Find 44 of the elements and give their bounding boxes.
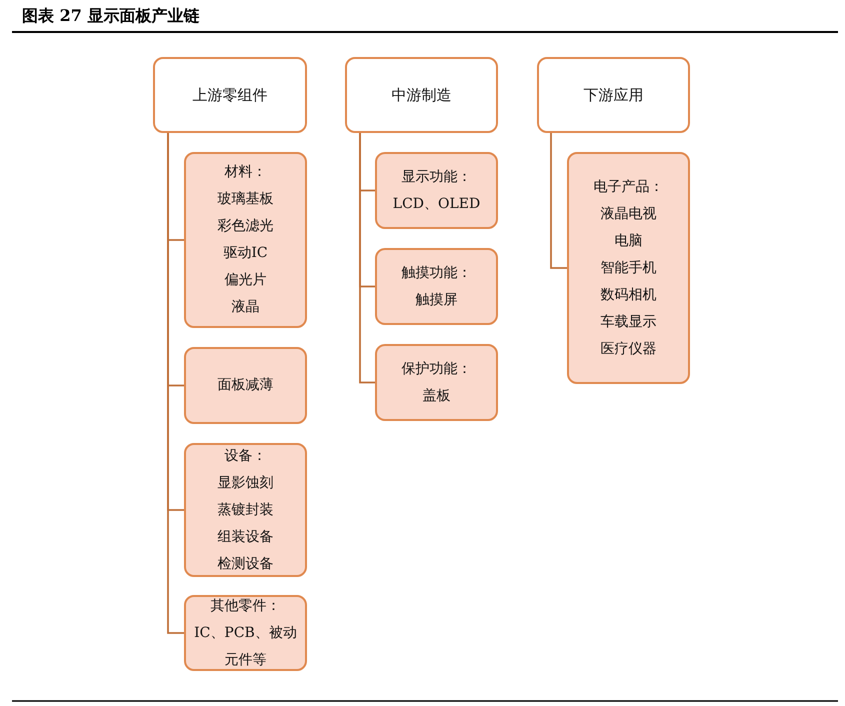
- item-box: [184, 595, 307, 671]
- list-item: 面板减薄: [216, 376, 274, 395]
- item-box: [184, 152, 307, 328]
- item-box: [375, 344, 498, 421]
- box-heading: 电子产品：: [592, 178, 664, 196]
- list-item: 驱动IC: [222, 244, 269, 263]
- item-box: [375, 152, 498, 229]
- box-heading: 保护功能：: [400, 360, 472, 378]
- figure-title: 图表 27 显示面板产业链: [22, 6, 200, 27]
- stage-box: [537, 57, 690, 133]
- list-item: 蒸镀封装: [216, 500, 274, 520]
- box-heading: 材料：: [224, 163, 268, 182]
- list-item: 液晶电视: [600, 204, 658, 224]
- box-heading: 其他零件：: [210, 596, 282, 616]
- item-box: [184, 443, 307, 577]
- item-box: [375, 248, 498, 325]
- list-item: 盖板: [422, 386, 452, 406]
- list-item: 偏光片: [224, 271, 268, 290]
- list-item: 彩色滤光: [216, 217, 274, 236]
- list-item: IC、PCB、被动元件等: [193, 624, 298, 670]
- item-box: [184, 347, 307, 424]
- list-item: 检测设备: [216, 554, 274, 574]
- stage-box: [345, 57, 498, 133]
- list-item: LCD、OLED: [392, 194, 482, 214]
- list-item: 电脑: [614, 232, 644, 250]
- list-item: 智能手机: [600, 258, 658, 278]
- box-heading: 触摸功能：: [400, 264, 472, 282]
- connector-line: [359, 133, 375, 384]
- stage-title: 下游应用: [582, 84, 644, 106]
- stage-title: 中游制造: [390, 84, 452, 106]
- list-item: 医疗仪器: [600, 340, 658, 358]
- stage-title: 上游零组件: [192, 84, 268, 106]
- list-item: 液晶: [230, 298, 260, 317]
- stage-box: [153, 57, 307, 133]
- list-item: 数码相机: [600, 286, 658, 304]
- box-heading: 设备：: [224, 446, 268, 466]
- list-item: 车载显示: [600, 312, 658, 332]
- connector-line: [550, 133, 567, 269]
- list-item: 组装设备: [216, 528, 274, 546]
- list-item: 触摸屏: [414, 290, 458, 310]
- box-heading: 显示功能：: [400, 168, 472, 186]
- item-box: [567, 152, 690, 384]
- list-item: 显影蚀刻: [216, 474, 274, 492]
- list-item: 玻璃基板: [216, 190, 274, 209]
